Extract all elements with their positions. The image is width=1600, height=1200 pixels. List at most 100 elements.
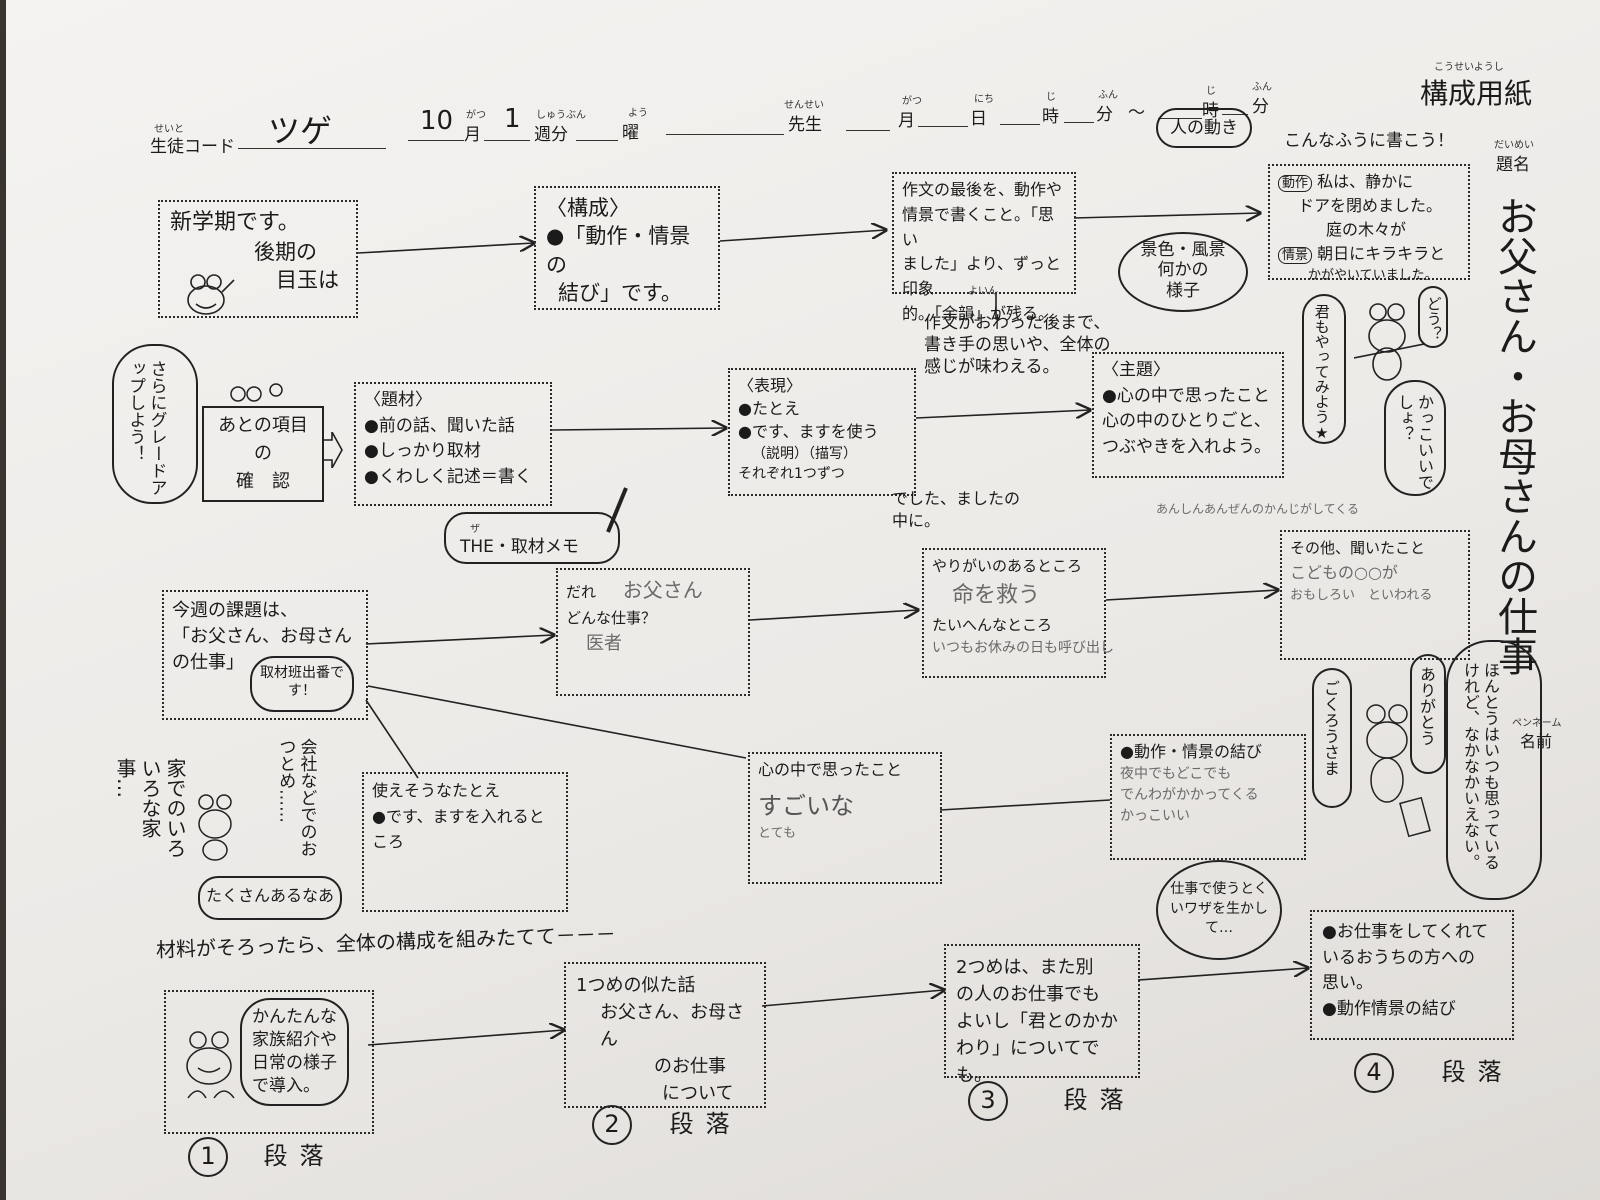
title-label: 題名 xyxy=(1496,155,1530,175)
frog-speech-thanks-2: ありがとう xyxy=(1410,654,1446,774)
student-code-ruby: せいと xyxy=(154,124,184,135)
worth-value: 命を救う xyxy=(952,583,1041,608)
paragraph-3-label: 3 段落 xyxy=(968,1080,1136,1121)
example-box: 動作 私は、静かに ドアを閉めました。 庭の木々が 情景 朝日にキラキラと かが… xyxy=(1268,164,1470,283)
example-move-line2: ドアを閉めました。 xyxy=(1298,196,1443,215)
example-scene-line1: 庭の木々が xyxy=(1326,220,1407,239)
p2-line4: について xyxy=(662,1083,734,1104)
month-value: 10 xyxy=(420,106,454,136)
frog-on-branch-illustration xyxy=(1354,303,1424,381)
student-code-value: ツゲ xyxy=(268,112,333,150)
example-scene-tag: 情景 xyxy=(1278,247,1313,264)
p3-line4: わり」についてでも。 xyxy=(956,1038,1100,1086)
who-value: お父さん xyxy=(622,578,703,602)
metaphor-box: 使えそうなたとえ ●です、ますを入れるところ xyxy=(362,772,568,912)
date-day-ruby: にち xyxy=(974,94,994,105)
time-hour2-ruby: じ xyxy=(1206,86,1216,97)
paragraph-2-number: 2 xyxy=(592,1105,632,1145)
ending-line4: 的。「余韻」が残る。 xyxy=(902,303,1055,323)
after-line1: 作文がおわった後まで、 xyxy=(924,313,1111,333)
musubi-box: ●動作・情景の結び 夜中でもどこでも でんわがかかってくる かっこいい xyxy=(1110,734,1306,860)
musubi-label: ●動作・情景の結び xyxy=(1120,742,1262,761)
pen-icon xyxy=(606,487,628,533)
day-label: 曜 xyxy=(622,123,639,143)
paragraph-2-box: 1つめの似た話 お父さん、お母さん のお仕事 について xyxy=(564,962,766,1108)
example-scene-line2: 朝日にキラキラと xyxy=(1317,244,1446,263)
work-label: どんな仕事？ xyxy=(566,609,657,627)
paragraph-4-number: 4 xyxy=(1354,1053,1394,1093)
week-ruby: しゅうぶん xyxy=(536,110,586,121)
metaphor-line2: ●です、ますを入れるところ xyxy=(372,806,545,852)
paragraph-2-danraku: 段落 xyxy=(669,1110,742,1138)
month-label: 月 xyxy=(464,125,481,145)
kokoro-label: 心の中で思ったこと xyxy=(758,760,903,779)
p2-line1: 1つめの似た話 xyxy=(576,975,696,996)
p2-line2: お父さん、お母さん xyxy=(600,1002,744,1050)
paragraph-3-bubble: 仕事で使うとくいワザを生かして… xyxy=(1156,860,1282,960)
bubble-scene-line1: 景色・風景 xyxy=(1140,240,1226,260)
title-ruby: だいめい xyxy=(1494,140,1534,151)
time-hour2: 時 xyxy=(1202,101,1219,121)
kousei-line1: ●「動作・情景の xyxy=(546,224,691,277)
other-value2: おもしろい といわれる xyxy=(1290,587,1433,603)
bubble-scene-line3: 様子 xyxy=(1166,280,1200,301)
hyogen-box: 〈表現〉 ●たとえ ●です、ますを使う （説明）（描写） それぞれ1つずつ xyxy=(728,368,916,496)
time-sep: ～ xyxy=(1128,103,1145,123)
example-move-tag: 動作 xyxy=(1278,175,1313,192)
paragraph-4-label: 4 段落 xyxy=(1354,1052,1514,1093)
paragraph-1-bubble: かんたんな 家族紹介や 日常の様子 で導入。 xyxy=(240,998,349,1106)
p1-line4: で導入。 xyxy=(252,1075,320,1096)
shuzai-head: 〈題材〉 xyxy=(364,390,432,410)
kokoro-value: すごいな xyxy=(758,792,854,820)
after-line3: 感じが味わえる。 xyxy=(924,357,1060,378)
time-min: 分 xyxy=(1096,105,1113,125)
shuzai-line1: ●前の話、聞いた話 xyxy=(364,415,515,436)
intro-line1: 新学期です。 xyxy=(170,210,300,235)
intro-line2: 後期の xyxy=(254,239,317,264)
form-title-ruby: こうせいようし xyxy=(1434,62,1504,73)
kokoro-value2: とても xyxy=(758,826,796,841)
hard-value: いつもお休みの日も呼び出し xyxy=(932,640,1114,657)
penname-ruby: ペンネーム xyxy=(1512,718,1562,729)
kadai-badge: 取材班出番です！ xyxy=(250,656,354,712)
p3-line1: 2つめは、また別 xyxy=(956,957,1094,978)
many-bubble: たくさんあるなあ xyxy=(198,876,342,920)
penname-label: 名前 xyxy=(1520,732,1553,751)
small-frog-illustration xyxy=(230,383,283,402)
kadai-line2: 「お父さん、お母さん xyxy=(172,626,352,648)
time-hour-ruby: じ xyxy=(1046,92,1056,103)
shuzai-memo-badge: ザ THE・取材メモ xyxy=(444,512,620,564)
hyogen-line2: ●です、ますを使う xyxy=(738,422,879,442)
p1-line2: 家族紹介や xyxy=(252,1029,337,1050)
date-month: 月 xyxy=(898,111,915,131)
hyogen-head: 〈表現〉 xyxy=(738,376,803,395)
frog-speech-2: どう？ xyxy=(1418,286,1448,348)
p4-line3: 思い。 xyxy=(1322,973,1373,993)
paragraph-3-number: 3 xyxy=(968,1081,1008,1121)
p4-line4: ●動作情景の結び xyxy=(1322,998,1456,1019)
ending-line3: ました」より、ずっと印象 xyxy=(902,254,1062,299)
kadai-line1: 今週の課題は、 xyxy=(172,600,298,621)
example-move-line1: 私は、静かに xyxy=(1317,172,1414,191)
hyogen-note-line2: 中に。 xyxy=(892,511,941,531)
shuzai-line2: ●しっかり取材 xyxy=(364,441,481,461)
intro-line3: 目玉は xyxy=(276,268,339,293)
after-note: 作文がおわった後まで、 書き手の思いや、全体の 感じが味わえる。 xyxy=(924,312,1111,378)
frog-speech-thanks-3: ほんとうはいつも思っているけれど、なかなかいえない。 xyxy=(1446,640,1542,900)
after-line2: 書き手の思いや、全体の xyxy=(924,335,1111,356)
thinking-frog-illustration xyxy=(198,794,232,861)
arrow-icon xyxy=(322,432,343,468)
paragraph-3-danraku: 段落 xyxy=(1063,1086,1136,1114)
worksheet-paper: こうせいようし 構成用紙 せいと 生徒コード ツゲ 10 がつ 月 1 しゅうぶ… xyxy=(6,0,1600,1200)
kadai-line3: の仕事」 xyxy=(172,652,244,674)
ending-line2: 情景で書くこと。「思い xyxy=(902,204,1055,249)
student-code-label: 生徒コード xyxy=(150,137,235,157)
paragraph-4-box: ●お仕事をしてくれて いるおうちの方への 思い。 ●動作情景の結び xyxy=(1310,910,1514,1040)
frog-speech-1: 君もやってみよう★ xyxy=(1302,294,1346,444)
frog-speech-3: かっこいいでしょ？ xyxy=(1384,380,1446,496)
hyogen-note: でした、ましたの 中に。 xyxy=(892,488,1020,533)
other-label: その他、聞いたこと xyxy=(1290,539,1426,557)
bubble-scene: 景色・風景 何かの 様子 xyxy=(1118,232,1248,312)
worth-box: やりがいのあるところ 命を救う たいへんなところ いつもお休みの日も呼び出し xyxy=(922,548,1114,678)
frog-speech-thanks-1: ごくろうさま xyxy=(1312,668,1352,808)
